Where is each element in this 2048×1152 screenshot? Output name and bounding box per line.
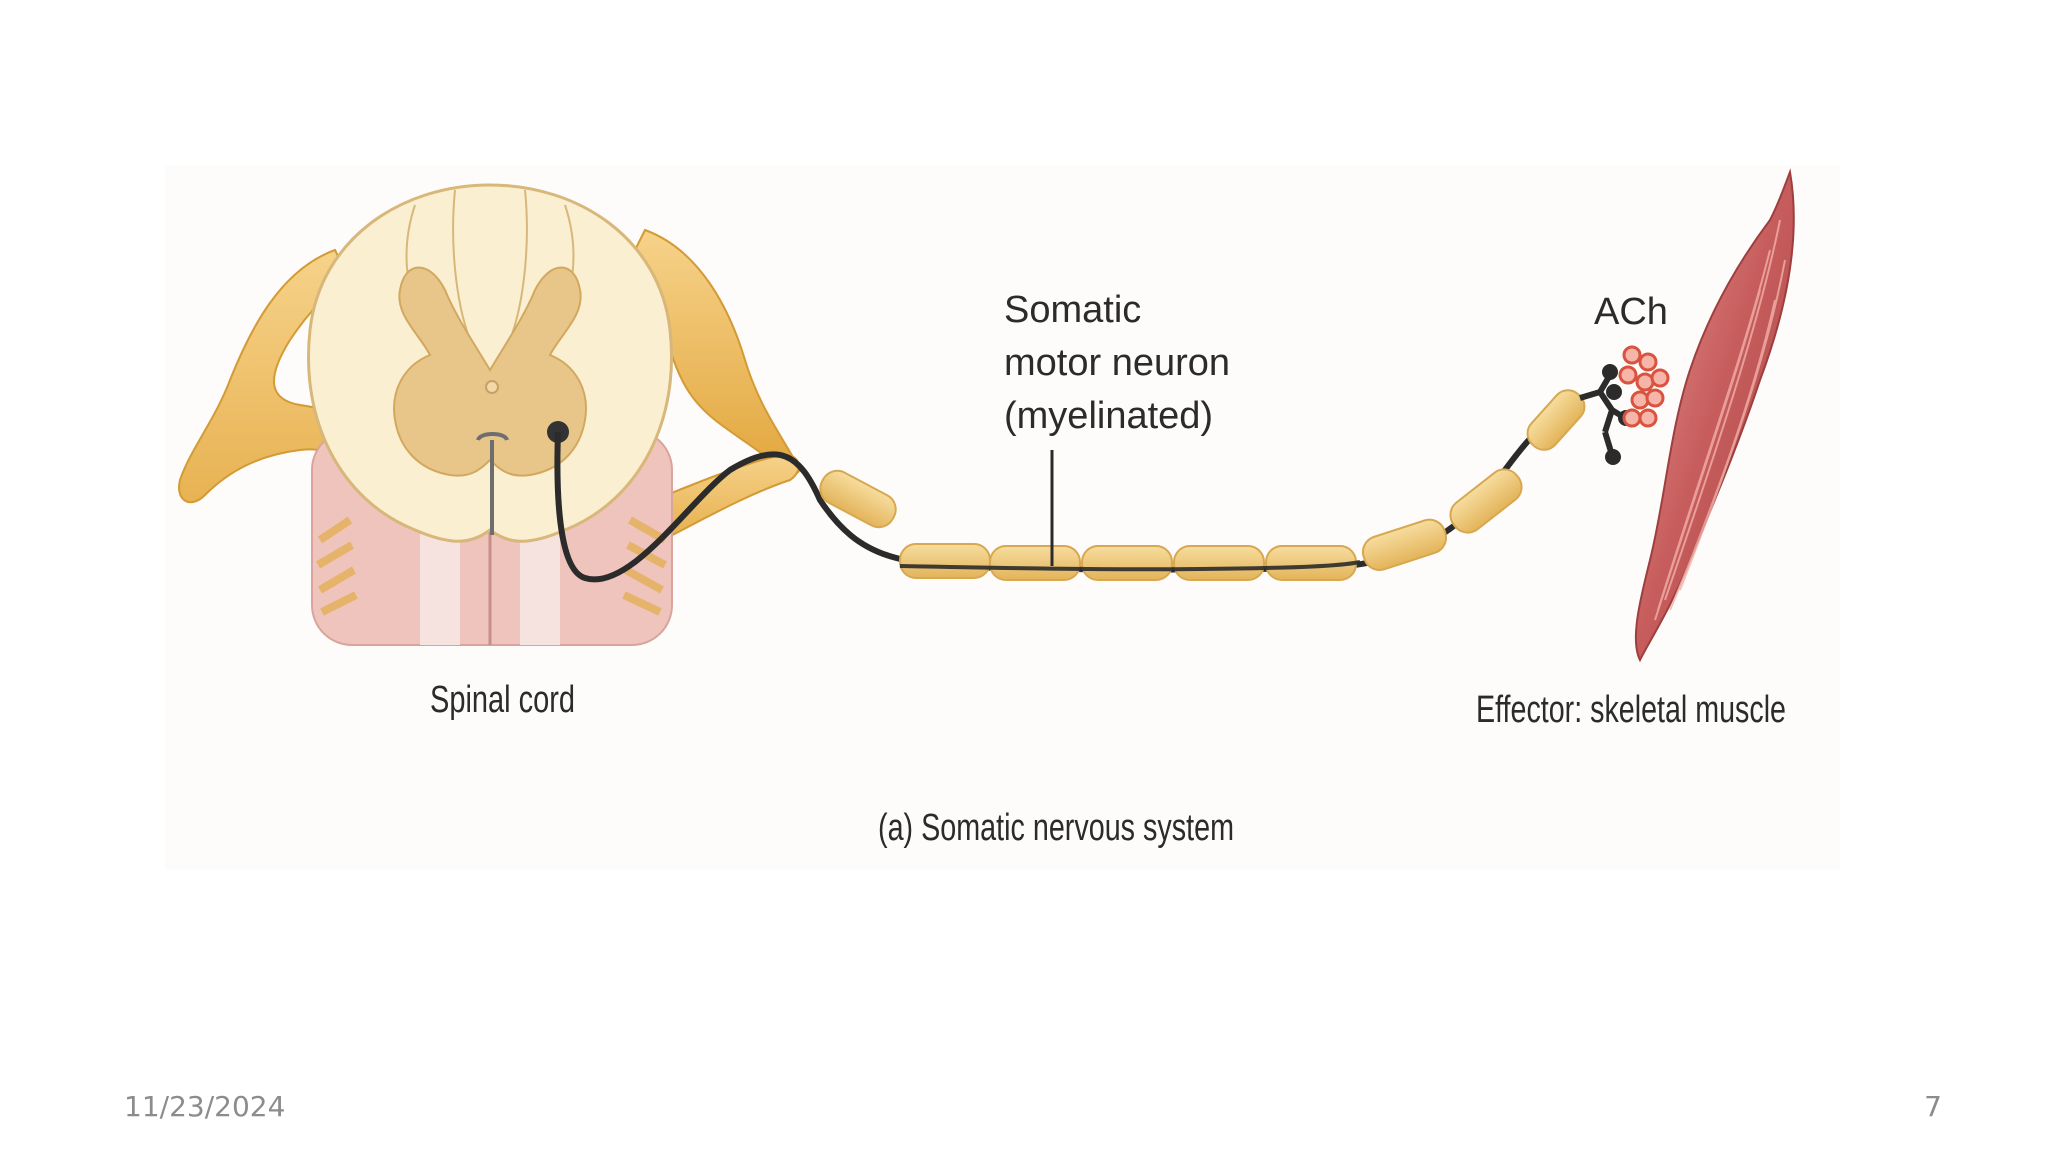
muscle-fibers: [1654, 219, 1786, 621]
myelin-sheath: [819, 389, 1586, 581]
ach-label: ACh: [1594, 291, 1668, 333]
ach-vesicles: [1618, 345, 1670, 428]
neuron-label-line1: Somatic: [1004, 289, 1141, 331]
neuron-label-line3: (myelinated): [1004, 395, 1213, 437]
central-canal: [485, 380, 499, 394]
spinal-cord-label: Spinal cord: [430, 679, 575, 721]
figure-caption: (a) Somatic nervous system: [878, 807, 1234, 849]
muscle-body: [1634, 168, 1795, 663]
slide-number: 7: [1924, 1090, 1942, 1123]
footer-date: 11/23/2024: [124, 1090, 286, 1123]
spinal-cord-illustration: [178, 183, 802, 646]
skeletal-muscle: [1634, 168, 1795, 663]
neuron-label-line2: motor neuron: [1004, 342, 1230, 384]
myelinated-axon: [554, 364, 1634, 583]
axon-overlay: [899, 560, 1361, 572]
anterior-fissure: [476, 432, 509, 535]
effector-label: Effector: skeletal muscle: [1476, 689, 1786, 731]
